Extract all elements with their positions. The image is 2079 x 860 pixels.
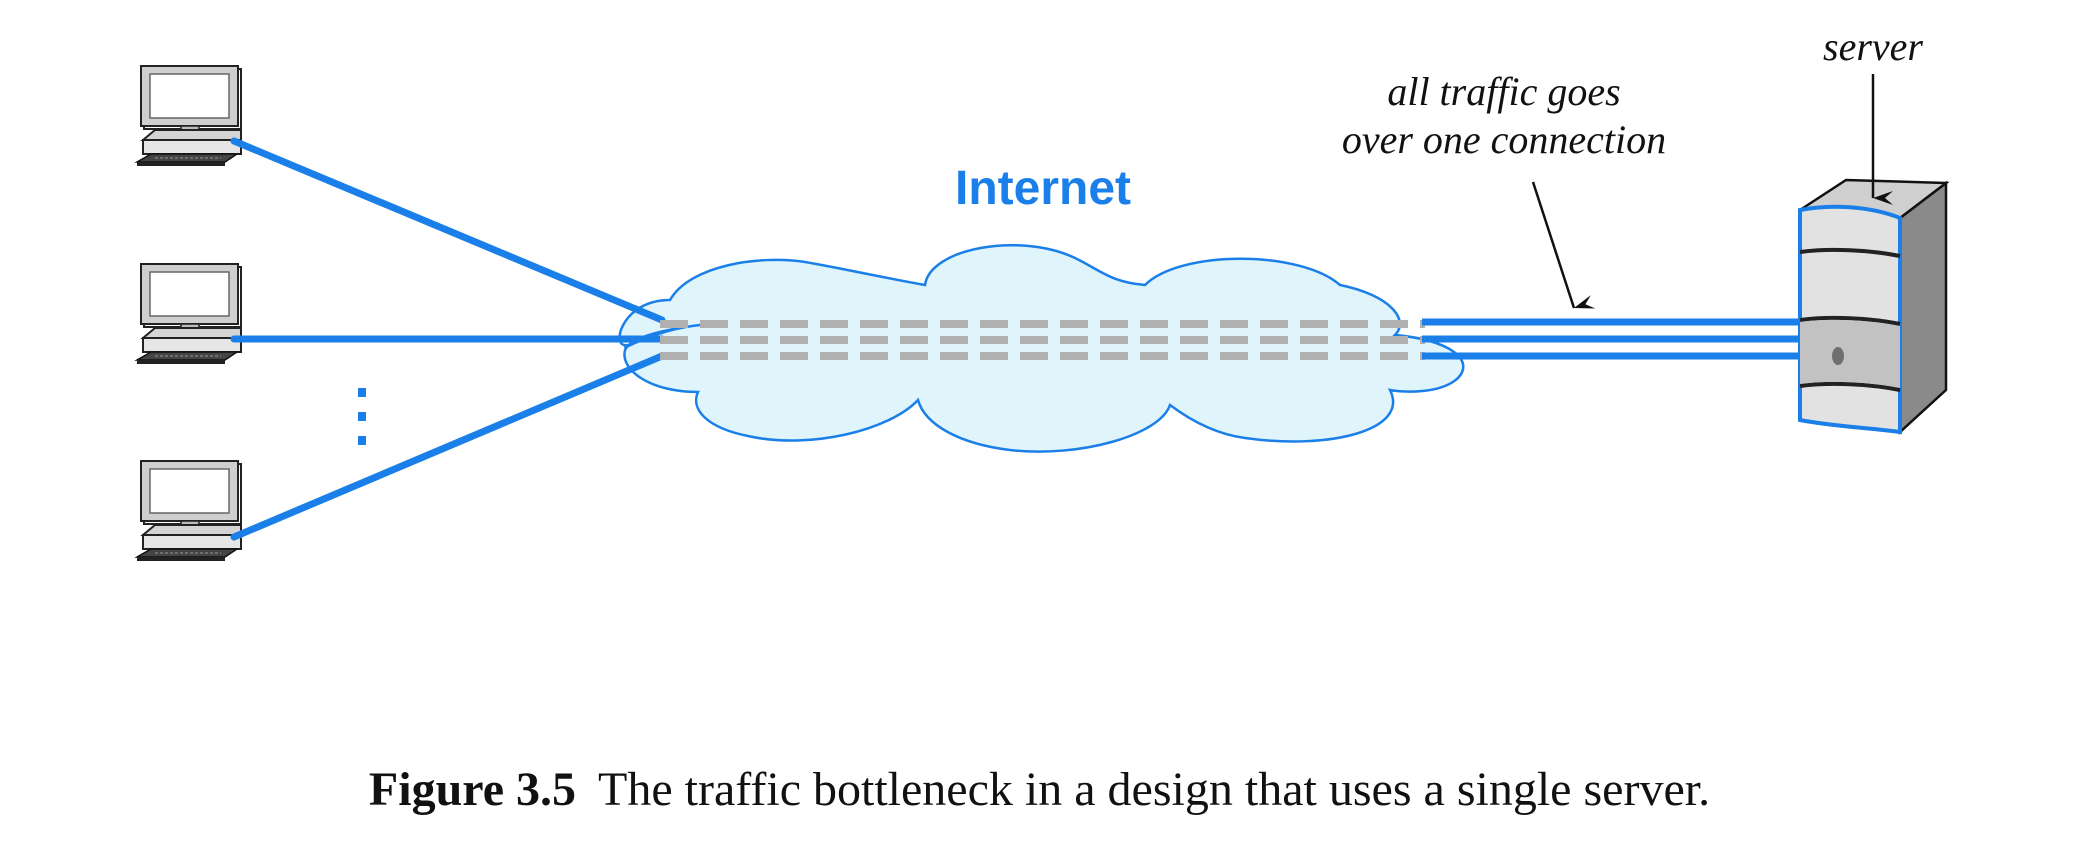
client-link-3 xyxy=(230,352,666,541)
traffic-annotation-line-1: all traffic goes xyxy=(1387,69,1620,114)
client-computer-3-icon xyxy=(136,460,242,562)
server-drive-light-icon xyxy=(1832,347,1844,365)
internet-label: Internet xyxy=(955,162,1131,215)
client-computer-2-icon xyxy=(136,263,242,365)
server-label: server xyxy=(1823,24,1923,69)
figure-caption-text: The traffic bottleneck in a design that … xyxy=(598,763,1711,816)
figure-number: Figure 3.5 xyxy=(368,763,576,816)
server-tower-icon xyxy=(1798,178,1950,435)
client-link-1 xyxy=(230,137,666,324)
server-connection xyxy=(1422,318,1802,360)
cloud-traffic-dashes xyxy=(660,320,1425,360)
figure-caption: Figure 3.5 The traffic bottleneck in a de… xyxy=(0,762,2079,817)
client-computer-1-icon xyxy=(136,65,242,167)
traffic-annotation-line-2: over one connection xyxy=(1342,117,1666,162)
client-links xyxy=(230,137,666,541)
internet-cloud-icon xyxy=(618,244,1465,453)
traffic-annotation-arrow xyxy=(1531,181,1596,309)
vertical-ellipsis-icon xyxy=(358,388,366,445)
